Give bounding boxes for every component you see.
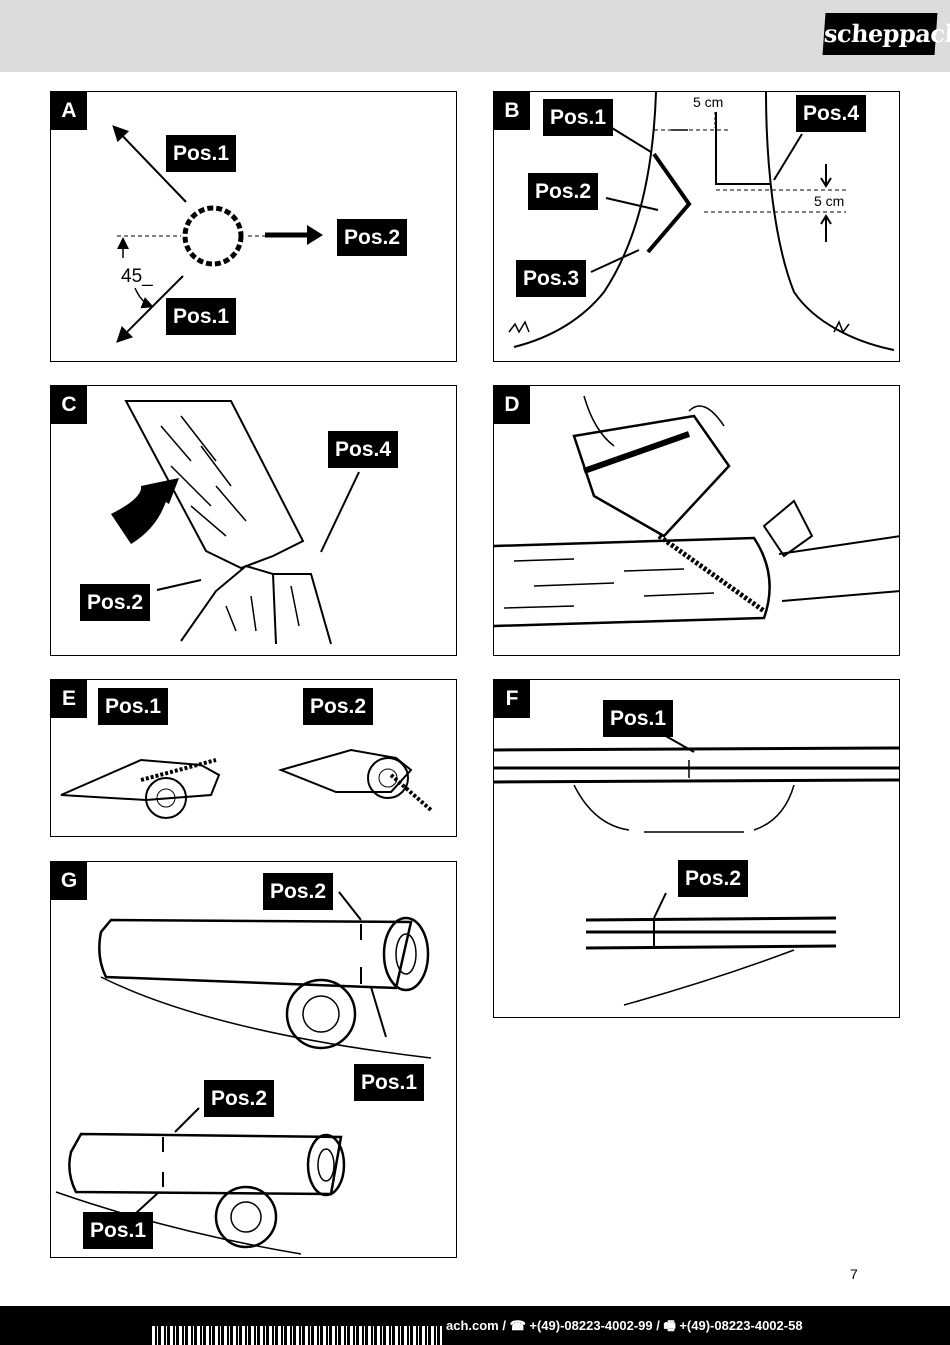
panel-c-illustration (111, 400, 360, 645)
panel-f-letter: F (494, 680, 530, 718)
figure-panel-f: F Pos.1 Pos.2 (493, 679, 900, 1018)
panel-g-pos2-bottom-label: Pos.2 (204, 1080, 275, 1117)
panel-a-pos1-bottom-label: Pos.1 (166, 298, 237, 335)
page-header: scheppach (0, 0, 950, 72)
panel-e-letter: E (51, 680, 87, 718)
panel-a-pos2-label: Pos.2 (337, 219, 408, 256)
figure-panel-c: C Pos.4 Pos.2 (50, 385, 457, 656)
panel-g-pos1-bottom-label: Pos.1 (83, 1212, 154, 1249)
figure-panel-d: D (493, 385, 900, 656)
figure-panel-a: A Pos.1 Pos.2 Pos.1 45_ (50, 91, 457, 362)
panel-g-pos2-top-label: Pos.2 (263, 873, 334, 910)
brand-logo: scheppach (822, 13, 950, 55)
barcode-strip (152, 1326, 442, 1345)
panel-b-pos2-label: Pos.2 (528, 173, 599, 210)
panel-e-pos1-label: Pos.1 (98, 688, 169, 725)
panel-f-illustration (494, 734, 899, 1006)
panel-g-illustration (55, 891, 432, 1255)
panel-a-angle-label: 45_ (121, 266, 153, 287)
panel-b-dimension-side: 5 cm (814, 193, 845, 209)
panel-a-letter: A (51, 92, 87, 130)
panel-b-dimension-top: 5 cm (693, 94, 724, 110)
panel-a-pos1-top-label: Pos.1 (166, 135, 237, 172)
panel-g-pos1-top-label: Pos.1 (354, 1064, 425, 1101)
panel-c-pos2-label: Pos.2 (80, 584, 151, 621)
panel-c-pos4-label: Pos.4 (328, 431, 399, 468)
panel-d-illustration (494, 395, 899, 628)
panel-b-illustration (508, 92, 895, 351)
panel-a-illustration (112, 125, 323, 343)
page-footer: ach.com / ☎ +(49)-08223-4002-99 / 🖷 +(49… (0, 1306, 950, 1345)
panel-g-letter: G (51, 862, 87, 900)
panel-b-pos1-label: Pos.1 (543, 99, 614, 136)
panel-b-letter: B (494, 92, 530, 130)
panel-f-pos1-label: Pos.1 (603, 700, 674, 737)
figure-panel-b: B Pos.1 Pos.4 Pos.2 Pos.3 5 cm 5 cm (493, 91, 900, 362)
figure-panel-e: E Pos.1 Pos.2 (50, 679, 457, 837)
figure-panel-g: G Pos.2 Pos.1 Pos.2 Pos.1 (50, 861, 457, 1258)
panel-b-pos3-label: Pos.3 (516, 260, 587, 297)
panel-d-letter: D (494, 386, 530, 424)
panel-f-pos2-label: Pos.2 (678, 860, 749, 897)
panel-c-letter: C (51, 386, 87, 424)
panel-e-illustration (60, 748, 433, 819)
footer-contact-text: ach.com / ☎ +(49)-08223-4002-99 / 🖷 +(49… (446, 1318, 803, 1333)
page-number: 7 (850, 1266, 858, 1282)
panel-b-pos4-label: Pos.4 (796, 95, 867, 132)
panel-e-pos2-label: Pos.2 (303, 688, 374, 725)
